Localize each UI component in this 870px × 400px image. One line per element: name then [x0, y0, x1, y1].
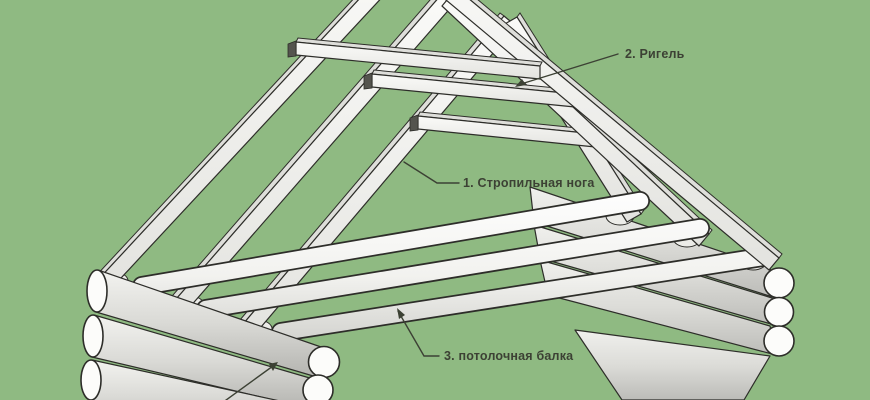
arrowhead-ceiling-beam	[397, 308, 405, 319]
log-end-cap	[82, 314, 104, 358]
ceiling-beam	[272, 248, 771, 341]
log-end-cap	[86, 269, 108, 313]
ceiling-beam	[133, 192, 649, 295]
log-end-cap	[80, 359, 102, 400]
ceiling-beam	[197, 219, 709, 318]
annotations: 1. Стропильная нога 2. Ригель 3. потолоч…	[224, 47, 685, 400]
arrowhead-wall-log	[269, 362, 278, 371]
log-end-cap	[763, 296, 795, 328]
log-end-cap	[763, 325, 795, 357]
ceiling-beams	[132, 191, 772, 342]
collar-end-cap	[287, 40, 297, 58]
label-collar-beam: 2. Ригель	[625, 47, 685, 61]
log-end-cap	[307, 345, 341, 379]
arrowhead-collar-beam	[515, 79, 526, 87]
collar-end-cap	[363, 72, 373, 90]
leader-line-ceiling-beam	[397, 310, 440, 357]
collar-end-cap	[409, 114, 419, 132]
log-wall-left	[80, 269, 341, 400]
log-end-cap	[302, 374, 334, 400]
truss-near	[92, 0, 783, 293]
leader-line-rafter-leg	[403, 161, 460, 184]
wall-log	[574, 329, 771, 400]
log-end-cap	[763, 267, 795, 299]
label-ceiling-beam: 3. потолочная балка	[444, 349, 574, 363]
label-rafter-leg: 1. Стропильная нога	[463, 176, 595, 190]
leader-line-collar-beam	[520, 53, 619, 85]
leader-line-wall-log	[224, 365, 274, 400]
